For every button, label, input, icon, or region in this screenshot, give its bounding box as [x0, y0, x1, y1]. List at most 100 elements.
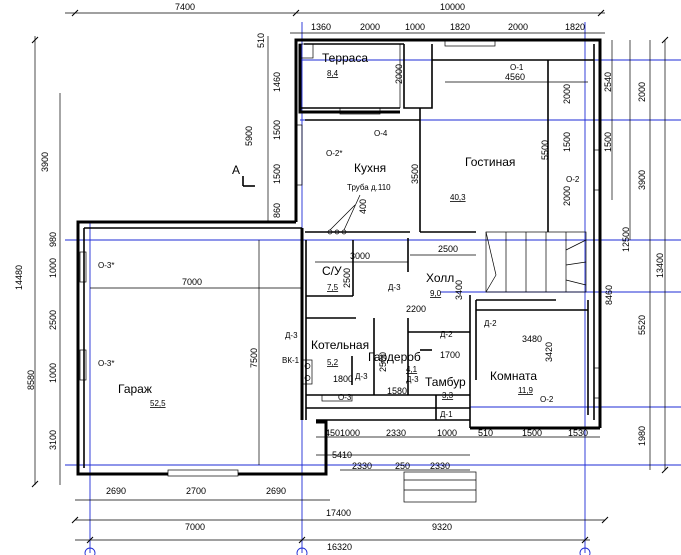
dim-terrace-510: 510	[256, 33, 266, 48]
room-name-kitchen: Кухня	[354, 161, 386, 175]
section-marker: А	[232, 163, 255, 187]
dim-wc-2500: 2500	[342, 268, 352, 288]
room-area-living: 40,3	[450, 193, 466, 202]
section-label: А	[232, 163, 240, 177]
dim-porch-2330b: 2330	[430, 461, 450, 471]
dim-bottom-1500: 1500	[522, 428, 542, 438]
dim-garage-7500: 7500	[249, 348, 259, 368]
room-area-wardrobe: 4,1	[406, 365, 418, 374]
room-name-garage: Гараж	[118, 382, 152, 396]
dim-1500a: 1500	[272, 120, 282, 140]
mark-d3-boiler: Д-3	[285, 331, 298, 340]
dim-top-2000a: 2000	[360, 22, 380, 32]
mark-d2-hall: Д-2	[440, 330, 453, 339]
dim-porch-2330a: 2330	[352, 461, 372, 471]
dim-kitchen-400: 400	[358, 199, 368, 214]
mark-d2-room: Д-2	[484, 319, 497, 328]
dimension-values: 7400 10000 1360 2000 1000 1820 2000 1820…	[14, 2, 665, 552]
dim-5410: 5410	[332, 450, 352, 460]
boiler-equipment	[302, 359, 313, 385]
exterior-walls	[76, 38, 602, 476]
mark-d3-vestibule: Д-3	[406, 375, 419, 384]
dim-top-2000b: 2000	[508, 22, 528, 32]
dim-right-1500: 1500	[603, 132, 613, 152]
dim-1580: 1580	[387, 386, 407, 396]
dim-room-3420: 3420	[544, 342, 554, 362]
dim-living-5500: 5500	[540, 140, 550, 160]
mark-o3s-upper: О-3*	[98, 261, 114, 270]
dim-860: 860	[272, 203, 282, 218]
tick-marks	[31, 9, 669, 544]
mark-d3-wardrobe: Д-3	[355, 372, 368, 381]
room-labels: Терраса 8,4 Кухня Гостиная 40,3 С/У 7,5 …	[118, 51, 537, 408]
dim-3480: 3480	[522, 334, 542, 344]
room-area-garage: 52,5	[150, 399, 166, 408]
dim-left-1000b: 1000	[48, 363, 58, 383]
dim-right-8460: 8460	[604, 285, 614, 305]
room-name-hall: Холл	[426, 271, 454, 285]
dim-right-5520: 5520	[637, 315, 647, 335]
mark-o1: О-1	[510, 63, 524, 72]
boiler-equipment-label: ВК-1	[282, 356, 300, 365]
dim-bottom-510: 510	[478, 428, 493, 438]
dim-right-3900: 3900	[637, 170, 647, 190]
dim-left-2500: 2500	[48, 310, 58, 330]
dimension-lines	[34, 12, 666, 541]
dim-bottom-9320: 9320	[432, 522, 452, 532]
dim-bottom-1000b: 1000	[437, 428, 457, 438]
pipe-symbols	[327, 194, 361, 235]
room-area-terrace: 8,4	[327, 69, 339, 78]
dim-right-2540: 2540	[603, 72, 613, 92]
room-name-boiler: Котельная	[311, 338, 369, 352]
dim-right-2000: 2000	[637, 82, 647, 102]
dim-17400: 17400	[326, 508, 351, 518]
annotation-labels: Труба д.110 ВК-1 О-4 О-2* О-1 О-2 О-2 О-…	[98, 63, 580, 419]
dim-living-1500: 1500	[562, 132, 572, 152]
room-area-room: 11,9	[518, 386, 534, 395]
mark-o2-living: О-2	[566, 175, 580, 184]
dim-4560: 4560	[505, 72, 525, 82]
dim-top-1000: 1000	[405, 22, 425, 32]
dim-right-13400: 13400	[655, 253, 665, 278]
dim-left-14480: 14480	[14, 265, 24, 290]
dim-1800: 1800	[333, 374, 353, 384]
dim-wardrobe-2500: 2500	[378, 352, 388, 372]
dim-left-1000a: 1000	[48, 258, 58, 278]
dim-bottom-1000a: 1000	[340, 428, 360, 438]
room-area-hall: 9,0	[430, 289, 442, 298]
dim-garage-2690b: 2690	[266, 486, 286, 496]
dim-16320: 16320	[327, 542, 352, 552]
room-name-wc: С/У	[322, 264, 342, 278]
dim-hall-3400: 3400	[454, 280, 464, 300]
dim-garage-7000: 7000	[182, 277, 202, 287]
dim-3000: 3000	[350, 251, 370, 261]
dim-bottom-1530: 1530	[568, 428, 588, 438]
dim-top-left: 7400	[175, 2, 195, 12]
dim-5900: 5900	[244, 126, 254, 146]
dim-2500: 2500	[438, 244, 458, 254]
dim-left-3900: 3900	[40, 152, 50, 172]
dim-1700: 1700	[440, 350, 460, 360]
dim-porch-250: 250	[395, 461, 410, 471]
room-name-living: Гостиная	[465, 155, 515, 169]
dim-right-1980: 1980	[637, 426, 647, 446]
mark-o4: О-4	[374, 129, 388, 138]
dim-right-12500: 12500	[621, 227, 631, 252]
dim-top-1820a: 1820	[450, 22, 470, 32]
dim-left-3100: 3100	[48, 430, 58, 450]
dim-left-8580: 8580	[26, 370, 36, 390]
dim-top-1360: 1360	[311, 22, 331, 32]
dim-garage-2690a: 2690	[106, 486, 126, 496]
dim-bottom-7000: 7000	[185, 522, 205, 532]
mark-d3-hall: Д-3	[388, 283, 401, 292]
room-name-vestibule: Тамбур	[425, 375, 466, 389]
dim-top-1820b: 1820	[565, 22, 585, 32]
mark-o3: О-3	[338, 393, 352, 402]
windows	[79, 39, 601, 477]
dim-kitchen-3500: 3500	[410, 164, 420, 184]
dim-garage-2700: 2700	[186, 486, 206, 496]
room-area-wc: 7,5	[327, 283, 339, 292]
dim-living-2000a: 2000	[562, 84, 572, 104]
entrance-porch	[403, 471, 477, 503]
